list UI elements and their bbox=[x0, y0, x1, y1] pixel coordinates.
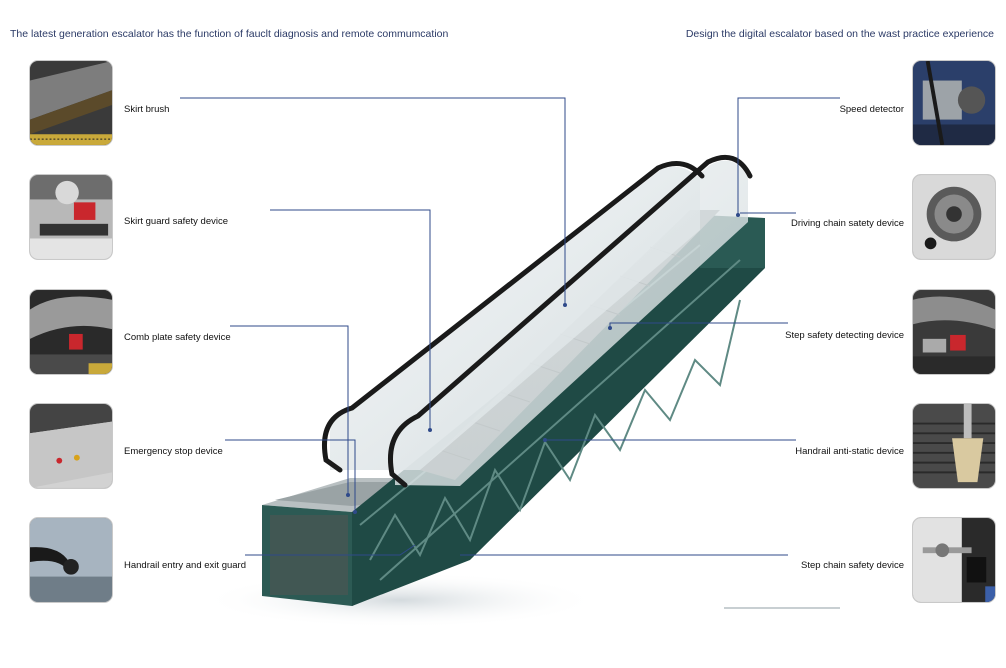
skirt-guard-photo bbox=[29, 174, 113, 260]
speed-detector-photo bbox=[912, 60, 996, 146]
glass-balustrade-right bbox=[395, 160, 748, 486]
label-step-detecting: Step safety detecting device bbox=[785, 330, 904, 341]
label-emergency-stop: Emergency stop device bbox=[124, 446, 223, 457]
label-handrail-guard: Handrail entry and exit guard bbox=[124, 560, 246, 571]
comb-plate-photo bbox=[29, 289, 113, 375]
label-step-chain: Step chain safety device bbox=[801, 560, 904, 571]
leader-dots bbox=[346, 213, 740, 514]
leader-lines-left bbox=[180, 97, 566, 556]
label-skirt-brush: Skirt brush bbox=[124, 104, 170, 115]
step-detecting-photo bbox=[912, 289, 996, 375]
anti-static-photo bbox=[912, 403, 996, 489]
header-right-text: Design the digital escalator based on th… bbox=[685, 28, 994, 40]
label-comb-plate: Comb plate safety device bbox=[124, 332, 231, 343]
handrail-guard-photo bbox=[29, 517, 113, 603]
step-chain-photo bbox=[912, 517, 996, 603]
skirt-brush-photo bbox=[29, 60, 113, 146]
header-left-text: The latest generation escalator has the … bbox=[10, 28, 449, 40]
driving-chain-photo bbox=[912, 174, 996, 260]
handrail-left bbox=[322, 161, 705, 473]
emergency-stop-photo bbox=[29, 403, 113, 489]
label-anti-static: Handrail anti-static device bbox=[795, 446, 904, 457]
glass-balustrade-left bbox=[330, 166, 700, 470]
label-skirt-guard: Skirt guard safety device bbox=[124, 216, 229, 227]
label-speed-detector: Speed detector bbox=[839, 104, 904, 115]
label-driving-chain: Driving chain satety device bbox=[791, 218, 904, 229]
